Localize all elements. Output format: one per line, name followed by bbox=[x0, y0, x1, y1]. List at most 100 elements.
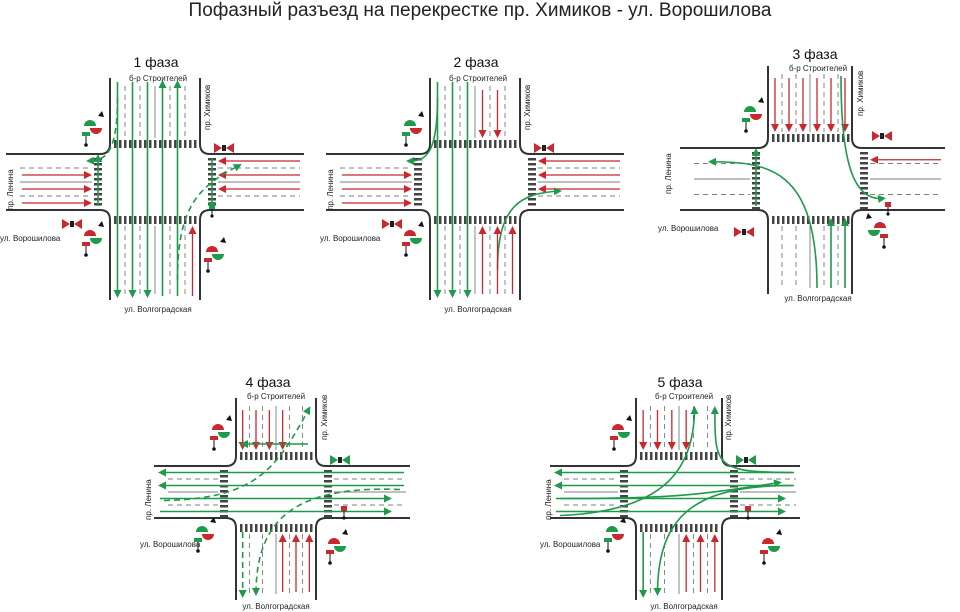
crosswalk-stripe bbox=[690, 524, 693, 532]
street-label-north: б-р Строителей bbox=[128, 74, 188, 83]
pedestrian-signal-icon bbox=[736, 455, 756, 465]
crosswalk-stripe bbox=[715, 452, 718, 460]
street-label-west-bottom: ул. Ворошилова bbox=[140, 540, 201, 549]
signal-lamp bbox=[90, 238, 102, 244]
phase-diagram-4: 4 фаза б-р Строителей пр. Химиков пр. Ле… bbox=[140, 370, 460, 612]
crosswalk-stripe bbox=[847, 216, 850, 224]
pedestrian-signal-icon bbox=[214, 143, 234, 153]
crosswalk-stripe bbox=[414, 173, 422, 176]
crosswalk-stripe bbox=[275, 452, 278, 460]
road-curb bbox=[721, 398, 800, 467]
street-label-west-bottom: ул. Ворошилова bbox=[0, 234, 61, 243]
crosswalk-stripe bbox=[860, 172, 868, 175]
crosswalk-stripe bbox=[528, 183, 536, 186]
signal-lamp bbox=[196, 526, 208, 532]
crosswalk-stripe bbox=[670, 452, 673, 460]
crosswalk-stripe bbox=[489, 216, 492, 224]
street-label-north: б-р Строителей bbox=[246, 392, 306, 401]
crosswalk-stripe bbox=[129, 216, 132, 224]
crosswalk-stripe bbox=[645, 524, 648, 532]
crosswalk-stripe bbox=[169, 140, 172, 148]
pedestrian-signal-icon bbox=[62, 219, 82, 229]
street-label-north: б-р Строителей bbox=[654, 392, 714, 401]
crosswalk-stripe bbox=[454, 216, 457, 224]
crosswalk-stripe bbox=[414, 203, 422, 206]
signal-lamp bbox=[212, 254, 224, 260]
crosswalk-stripe bbox=[159, 140, 162, 148]
crosswalk-stripe bbox=[730, 480, 738, 483]
street-label-west: пр. Ленина bbox=[544, 479, 553, 520]
crosswalk-stripe bbox=[514, 140, 517, 148]
crosswalk-stripe bbox=[730, 500, 738, 503]
crosswalk-stripe bbox=[324, 505, 332, 508]
crosswalk-stripe bbox=[240, 524, 243, 532]
crosswalk-stripe bbox=[220, 470, 228, 473]
crosswalk bbox=[414, 158, 422, 206]
crosswalk-stripe bbox=[860, 182, 868, 185]
intersection-graphic bbox=[154, 398, 410, 600]
traffic-light-icon bbox=[326, 529, 348, 565]
crosswalk-stripe bbox=[837, 134, 840, 142]
crosswalk-stripe bbox=[822, 216, 825, 224]
crosswalk-stripe bbox=[220, 515, 228, 518]
crosswalk-stripe bbox=[250, 452, 253, 460]
crosswalk-stripe bbox=[164, 216, 167, 224]
crosswalk-stripe bbox=[464, 216, 467, 224]
crosswalk-stripe bbox=[324, 495, 332, 498]
pedestrian-signal-icon bbox=[330, 455, 350, 465]
movement-arrow bbox=[653, 484, 793, 596]
crosswalk-stripe bbox=[860, 152, 868, 155]
signal-box bbox=[326, 550, 334, 554]
crosswalk-stripe bbox=[479, 140, 482, 148]
crosswalk-stripe bbox=[324, 490, 332, 493]
crosswalk-stripe bbox=[114, 216, 117, 224]
crosswalk-stripe bbox=[449, 140, 452, 148]
crosswalk-stripe bbox=[680, 524, 683, 532]
crosswalk-stripe bbox=[528, 188, 536, 191]
crosswalk-stripe bbox=[439, 216, 442, 224]
signal-arrow bbox=[418, 111, 424, 117]
crosswalk-stripe bbox=[680, 452, 683, 460]
traffic-light-icon bbox=[604, 517, 626, 553]
crosswalk-stripe bbox=[812, 134, 815, 142]
crosswalk-stripe bbox=[860, 162, 868, 165]
crosswalk-stripe bbox=[310, 524, 313, 532]
crosswalk-stripe bbox=[645, 452, 648, 460]
road-curb bbox=[6, 78, 111, 155]
crosswalk-stripe bbox=[220, 475, 228, 478]
crosswalk-stripe bbox=[324, 515, 332, 518]
crosswalk-stripe bbox=[860, 177, 868, 180]
crosswalk-stripe bbox=[119, 140, 122, 148]
crosswalk-stripe bbox=[772, 134, 775, 142]
crosswalk-stripe bbox=[414, 183, 422, 186]
signal-lamp bbox=[90, 128, 102, 134]
street-label-south: ул. Волгоградская bbox=[650, 602, 718, 611]
road-curb bbox=[154, 398, 237, 467]
signal-arrow bbox=[210, 517, 216, 523]
street-label-east: пр. Химиков bbox=[523, 84, 532, 130]
signal-arrow bbox=[866, 213, 872, 219]
signal-lamp bbox=[768, 546, 780, 552]
crosswalk-stripe bbox=[280, 452, 283, 460]
crosswalk bbox=[772, 216, 850, 224]
crosswalk-stripe bbox=[782, 134, 785, 142]
crosswalk-stripe bbox=[300, 452, 303, 460]
crosswalk-stripe bbox=[324, 475, 332, 478]
signal-lamp bbox=[612, 424, 624, 430]
signal-box bbox=[402, 242, 410, 246]
signal-box bbox=[82, 132, 90, 136]
crosswalk-stripe bbox=[220, 505, 228, 508]
crosswalk-stripe bbox=[832, 134, 835, 142]
crosswalk-stripe bbox=[655, 524, 658, 532]
crosswalk-stripe bbox=[285, 524, 288, 532]
traffic-light-icon bbox=[82, 221, 104, 257]
street-label-east: пр. Химиков bbox=[856, 70, 865, 116]
traffic-light-icon bbox=[210, 415, 232, 451]
crosswalk-stripe bbox=[802, 216, 805, 224]
crosswalk-stripe bbox=[189, 140, 192, 148]
crosswalk-stripe bbox=[255, 524, 258, 532]
crosswalk-stripe bbox=[124, 140, 127, 148]
traffic-light-icon bbox=[760, 529, 782, 565]
crosswalk-stripe bbox=[860, 157, 868, 160]
crosswalk-stripe bbox=[817, 216, 820, 224]
